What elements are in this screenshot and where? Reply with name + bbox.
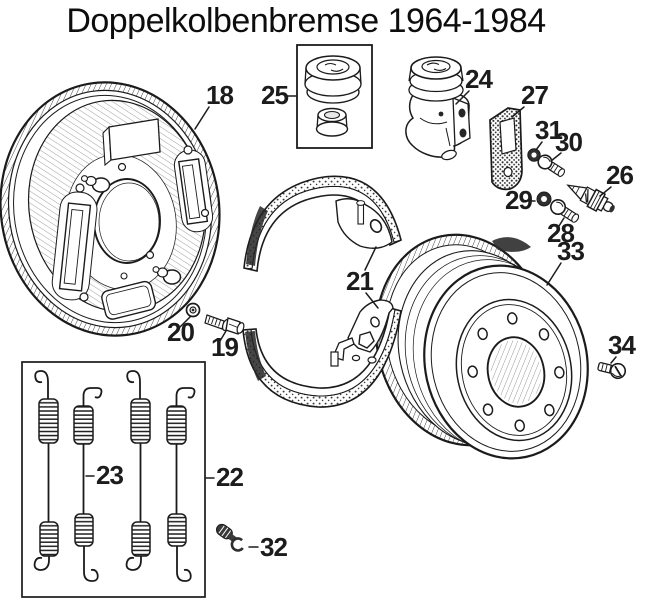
part-label-30: 30 <box>555 127 582 157</box>
part-backing-plate <box>0 81 221 337</box>
part-drum-screw <box>597 362 627 380</box>
drum-bolt-holes <box>467 312 565 432</box>
part-gasket <box>489 107 523 191</box>
part-wheel-cylinder <box>405 56 471 161</box>
leader-30 <box>550 152 562 162</box>
leader-21b <box>365 292 379 309</box>
part-label-28: 28 <box>547 218 574 248</box>
part-label-25: 25 <box>261 80 288 110</box>
leader-28 <box>558 217 565 227</box>
return-spring <box>33 370 59 571</box>
leader-20 <box>179 316 191 328</box>
part-label-19: 19 <box>211 332 238 362</box>
return-spring <box>73 387 103 582</box>
part-brake-shoe-lower <box>242 299 402 408</box>
part-label-21: 21 <box>346 266 373 296</box>
leader-27 <box>511 106 525 118</box>
part-label-33: 33 <box>557 236 584 266</box>
part-label-32: 32 <box>260 532 287 562</box>
part-seal-kit-box <box>296 44 373 149</box>
part-number-labels: 18 19 20 21 22 23 24 25 26 27 28 29 30 3… <box>96 64 637 562</box>
part-brake-drum <box>374 233 589 460</box>
part-label-26: 26 <box>606 160 633 190</box>
part-bolt-19 <box>204 314 245 335</box>
leader-33 <box>546 262 562 286</box>
part-spring-set-box <box>21 361 206 598</box>
leader-lines <box>85 90 617 548</box>
part-brake-shoe-upper <box>243 175 402 272</box>
part-label-34: 34 <box>608 330 636 360</box>
part-bolt-30 <box>537 154 566 177</box>
part-bolt-28 <box>549 198 580 223</box>
part-label-20: 20 <box>167 317 194 347</box>
part-label-22: 22 <box>216 462 243 492</box>
leader-21a <box>364 246 377 271</box>
part-label-29: 29 <box>505 185 532 215</box>
part-label-24: 24 <box>465 64 493 94</box>
part-hose-fitting <box>215 523 246 552</box>
diagram-title: Doppelkolbenbremse 1964-1984 <box>66 2 545 40</box>
part-label-27: 27 <box>521 80 548 110</box>
part-label-23: 23 <box>96 460 123 490</box>
part-washer-20 <box>185 302 201 318</box>
leader-26 <box>599 186 612 197</box>
part-label-31: 31 <box>535 115 562 145</box>
leader-24 <box>455 90 470 105</box>
part-lock-washer-31 <box>527 148 541 162</box>
leader-31 <box>535 141 543 151</box>
leader-19 <box>219 330 227 342</box>
part-label-18: 18 <box>206 80 233 110</box>
leader-18 <box>194 106 210 130</box>
part-lock-washer-29 <box>536 191 552 207</box>
leader-34 <box>610 356 617 364</box>
